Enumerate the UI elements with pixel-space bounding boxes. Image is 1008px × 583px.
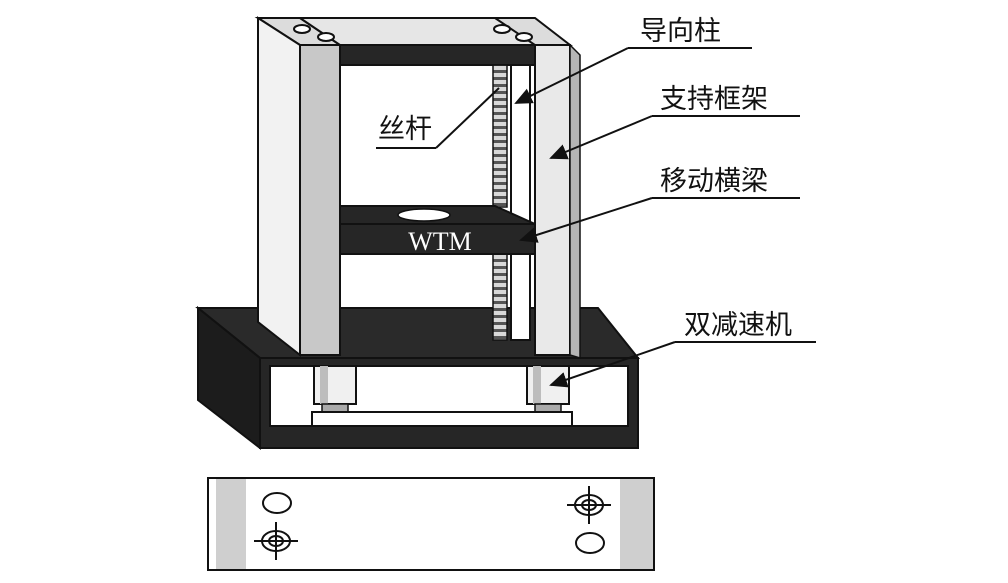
top-crossbeam [293, 17, 539, 66]
beam-label: WTM [408, 227, 472, 256]
hole [575, 532, 605, 554]
callout-moving-beam: 移动横梁 [519, 166, 800, 243]
lead-screw [492, 64, 508, 341]
centered-hole [567, 486, 611, 524]
drive-bar [311, 411, 573, 427]
label-support-frame: 支持框架 [660, 84, 768, 115]
callout-dual-reducer: 双减速机 [549, 310, 816, 388]
label-lead-screw: 丝杆 [378, 114, 432, 145]
label-moving-beam: 移动横梁 [660, 166, 768, 197]
label-dual-reducer: 双减速机 [684, 310, 792, 341]
hole [262, 492, 292, 514]
top-view-plate [207, 477, 655, 571]
left-reducer [313, 365, 357, 415]
right-frame-column [492, 17, 581, 360]
guide-column [510, 64, 531, 341]
moving-crossbeam: WTM [339, 205, 536, 256]
label-guide-column: 导向柱 [640, 16, 721, 47]
callout-guide-column: 导向柱 [514, 16, 752, 104]
left-frame-column [254, 16, 344, 358]
callout-support-frame: 支持框架 [549, 84, 800, 160]
callout-lead-screw: 丝杆 [376, 87, 500, 149]
centered-hole [254, 522, 298, 560]
